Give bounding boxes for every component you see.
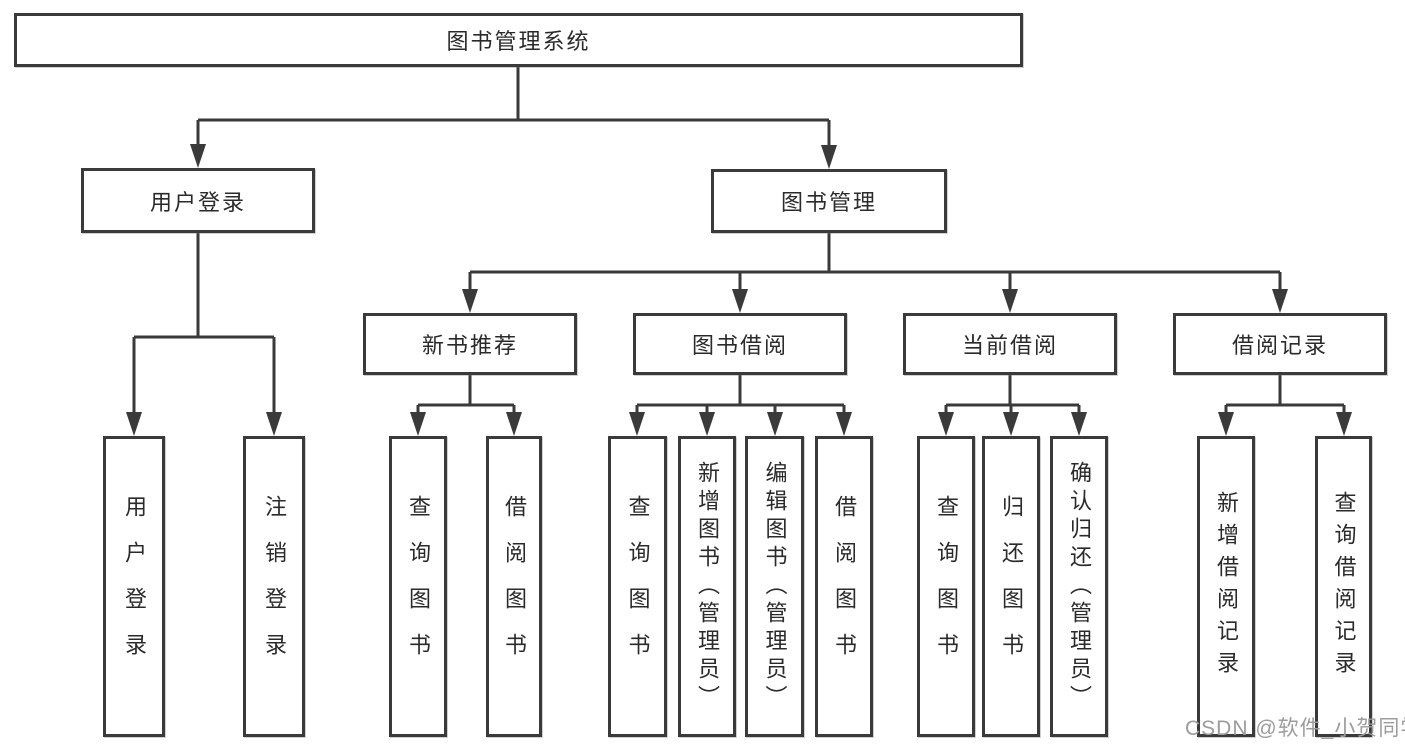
leaf-label: 借阅图书 — [832, 494, 857, 679]
leaf-label: 借阅图书 — [502, 494, 527, 679]
leaf-label: 确认归还（管理员） — [1067, 460, 1092, 713]
leaf-borrow-books-1: 借阅图书 — [486, 436, 542, 737]
leaf-logout: 注销登录 — [243, 436, 305, 737]
leaf-label: 归还图书 — [999, 494, 1024, 679]
leaf-borrow-books-2: 借阅图书 — [815, 436, 873, 737]
leaf-user-login: 用户登录 — [103, 436, 165, 737]
leaf-edit-book-admin: 编辑图书（管理员） — [745, 436, 804, 737]
node-current-borrow: 当前借阅 — [903, 313, 1117, 375]
watermark-text: CSDN @软件_小贺同学 — [1185, 717, 1405, 740]
leaf-query-borrow-record: 查询借阅记录 — [1315, 436, 1372, 737]
leaf-label: 查询图书 — [406, 494, 431, 679]
leaf-label: 新增借阅记录 — [1214, 490, 1239, 683]
leaf-return-book: 归还图书 — [982, 436, 1040, 737]
leaf-query-books-1: 查询图书 — [389, 436, 447, 737]
leaf-confirm-return-admin: 确认归还（管理员） — [1050, 436, 1108, 737]
node-book-management: 图书管理 — [711, 169, 947, 233]
node-root: 图书管理系统 — [14, 13, 1023, 67]
node-book-borrow: 图书借阅 — [633, 313, 847, 375]
leaf-label: 用户登录 — [122, 494, 147, 679]
leaf-query-books-3: 查询图书 — [917, 436, 975, 737]
leaf-query-books-2: 查询图书 — [608, 436, 667, 737]
leaf-label: 注销登录 — [262, 494, 287, 679]
leaf-add-borrow-record: 新增借阅记录 — [1197, 436, 1255, 737]
node-borrow-records: 借阅记录 — [1173, 313, 1387, 375]
leaf-label: 查询图书 — [934, 494, 959, 679]
leaf-label: 新增图书（管理员） — [695, 460, 720, 713]
leaf-add-book-admin: 新增图书（管理员） — [678, 436, 736, 737]
leaf-label: 编辑图书（管理员） — [762, 460, 788, 713]
leaf-label: 查询图书 — [625, 494, 651, 679]
node-user-login: 用户登录 — [81, 168, 315, 233]
leaf-label: 查询借阅记录 — [1331, 490, 1357, 683]
node-new-book-recommend: 新书推荐 — [363, 313, 577, 375]
